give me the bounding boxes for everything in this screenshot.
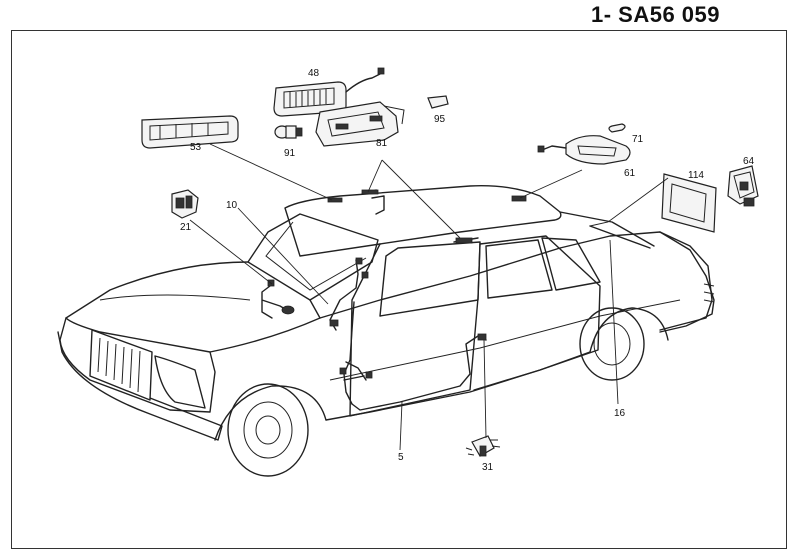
part-95-bulb [427, 95, 449, 109]
part-71-bulb [608, 123, 626, 133]
callout-10: 10 [226, 200, 238, 211]
callout-48: 48 [308, 68, 320, 79]
callout-53: 53 [190, 142, 202, 153]
part-81-console [315, 101, 405, 147]
diagram-code: 1- SA56 059 [590, 2, 720, 27]
callout-95: 95 [434, 114, 446, 125]
part-31-switch [465, 435, 501, 457]
callout-16: 16 [614, 408, 626, 419]
callout-91: 91 [284, 148, 296, 159]
part-91-bulb [274, 125, 303, 139]
part-48-lamp [273, 67, 385, 117]
callout-71: 71 [632, 134, 644, 145]
part-114-plate [661, 173, 717, 233]
callout-labels: 48 95 53 91 81 71 61 114 64 10 21 16 5 3… [180, 68, 755, 473]
wiring-harness [261, 189, 651, 411]
diagram-frame [11, 30, 787, 549]
part-53-lamp [141, 115, 239, 149]
callout-21: 21 [180, 222, 192, 233]
part-64-switch [727, 165, 759, 207]
callout-5: 5 [398, 452, 404, 463]
callout-114: 114 [688, 170, 704, 181]
car-body [57, 185, 715, 477]
callout-64: 64 [743, 156, 755, 167]
part-61-lamp [537, 135, 631, 165]
callout-61: 61 [624, 168, 636, 179]
part-21-switch [171, 189, 199, 219]
callout-81: 81 [376, 138, 388, 149]
leader-lines [189, 143, 669, 451]
callout-31: 31 [482, 462, 494, 473]
